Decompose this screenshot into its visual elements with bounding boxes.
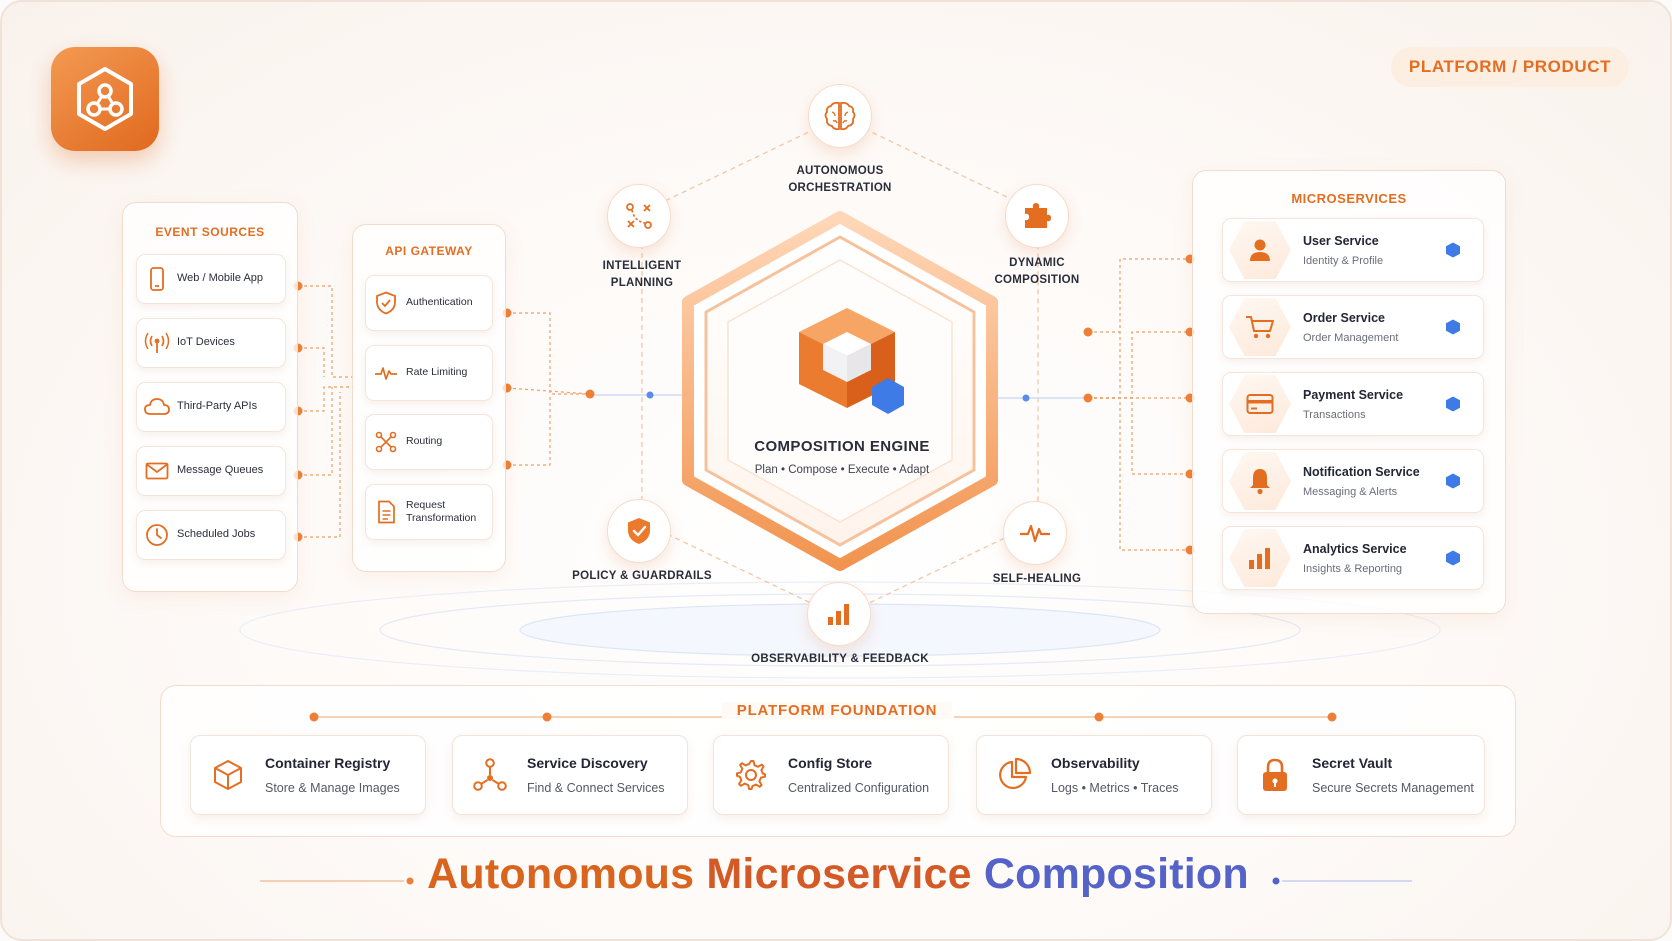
smartphone-icon xyxy=(137,267,177,291)
foundation-config-store[interactable]: Config Store Centralized Configuration xyxy=(713,735,949,815)
engine-cube-icon xyxy=(799,308,904,414)
planning-icon xyxy=(626,203,652,229)
envelope-icon xyxy=(137,462,177,480)
orchestration-node[interactable] xyxy=(808,84,872,148)
planning-node[interactable] xyxy=(607,184,671,248)
observability-label: OBSERVABILITY & FEEDBACK xyxy=(751,653,929,665)
planning-label: INTELLIGENT PLANNING xyxy=(602,260,682,290)
foundation-container-registry[interactable]: Container Registry Store & Manage Images xyxy=(190,735,426,815)
event-source-scheduled-jobs[interactable]: Scheduled Jobs xyxy=(136,510,286,560)
heartbeat-icon xyxy=(1020,524,1050,543)
orchestration-label: AUTONOMOUS ORCHESTRATION xyxy=(788,165,892,195)
service-order[interactable]: Order Service Order Management xyxy=(1222,295,1484,359)
cart-icon xyxy=(1229,298,1291,356)
lock-icon xyxy=(1238,757,1312,793)
user-icon xyxy=(1229,221,1291,279)
antenna-icon xyxy=(137,332,177,354)
status-hex-icon xyxy=(1446,242,1460,258)
gateway-routing[interactable]: Routing xyxy=(365,414,493,470)
document-icon xyxy=(366,500,406,524)
pie-chart-icon xyxy=(977,757,1051,793)
puzzle-icon xyxy=(1025,203,1051,228)
network-icon xyxy=(453,757,527,793)
bar-chart-icon xyxy=(828,604,849,625)
gateway-authentication[interactable]: Authentication xyxy=(365,275,493,331)
pulse-icon xyxy=(366,364,406,382)
event-source-message-queues[interactable]: Message Queues xyxy=(136,446,286,496)
page-title: Autonomous Microservice Composition xyxy=(427,850,1249,898)
foundation-observability[interactable]: Observability Logs • Metrics • Traces xyxy=(976,735,1212,815)
microservices-title: MICROSERVICES xyxy=(1291,191,1407,206)
service-notification[interactable]: Notification Service Messaging & Alerts xyxy=(1222,449,1484,513)
gear-icon xyxy=(714,758,788,792)
routing-icon xyxy=(366,431,406,453)
app-logo xyxy=(51,47,159,151)
box-icon xyxy=(191,758,265,792)
service-payment[interactable]: Payment Service Transactions xyxy=(1222,372,1484,436)
composition-label: DYNAMIC COMPOSITION xyxy=(994,257,1080,287)
status-hex-icon xyxy=(1446,473,1460,489)
api-gateway-title: API GATEWAY xyxy=(385,244,473,258)
gateway-request-transformation[interactable]: Request Transformation xyxy=(365,484,493,540)
brain-icon xyxy=(824,101,856,131)
foundation-secret-vault[interactable]: Secret Vault Secure Secrets Management xyxy=(1237,735,1485,815)
shield-policy-icon xyxy=(628,518,650,544)
platform-foundation-title: PLATFORM FOUNDATION xyxy=(722,702,952,719)
engine-subtitle: Plan • Compose • Execute • Adapt xyxy=(754,464,930,476)
credit-card-icon xyxy=(1229,375,1291,433)
hexagon-network-icon xyxy=(77,67,133,131)
bar-chart-icon xyxy=(1229,529,1291,587)
status-hex-icon xyxy=(1446,396,1460,412)
status-hex-icon xyxy=(1446,319,1460,335)
event-source-iot[interactable]: IoT Devices xyxy=(136,318,286,368)
healing-node[interactable] xyxy=(1003,501,1067,565)
event-source-web-mobile[interactable]: Web / Mobile App xyxy=(136,254,286,304)
service-user[interactable]: User Service Identity & Profile xyxy=(1222,218,1484,282)
cloud-icon xyxy=(137,397,177,417)
policy-node[interactable] xyxy=(607,499,671,563)
shield-check-icon xyxy=(366,291,406,315)
service-analytics[interactable]: Analytics Service Insights & Reporting xyxy=(1222,526,1484,590)
event-sources-title: EVENT SOURCES xyxy=(155,225,265,239)
policy-label: POLICY & GUARDRAILS xyxy=(572,570,712,582)
gateway-rate-limiting[interactable]: Rate Limiting xyxy=(365,345,493,401)
engine-title: COMPOSITION ENGINE xyxy=(754,438,930,455)
bell-icon xyxy=(1229,452,1291,510)
composition-node[interactable] xyxy=(1005,184,1069,248)
event-source-third-party[interactable]: Third-Party APIs xyxy=(136,382,286,432)
observability-node[interactable] xyxy=(807,582,871,646)
clock-icon xyxy=(137,523,177,547)
foundation-service-discovery[interactable]: Service Discovery Find & Connect Service… xyxy=(452,735,688,815)
healing-label: SELF-HEALING xyxy=(992,573,1082,585)
platform-badge: PLATFORM / PRODUCT xyxy=(1391,47,1629,87)
status-hex-icon xyxy=(1446,550,1460,566)
